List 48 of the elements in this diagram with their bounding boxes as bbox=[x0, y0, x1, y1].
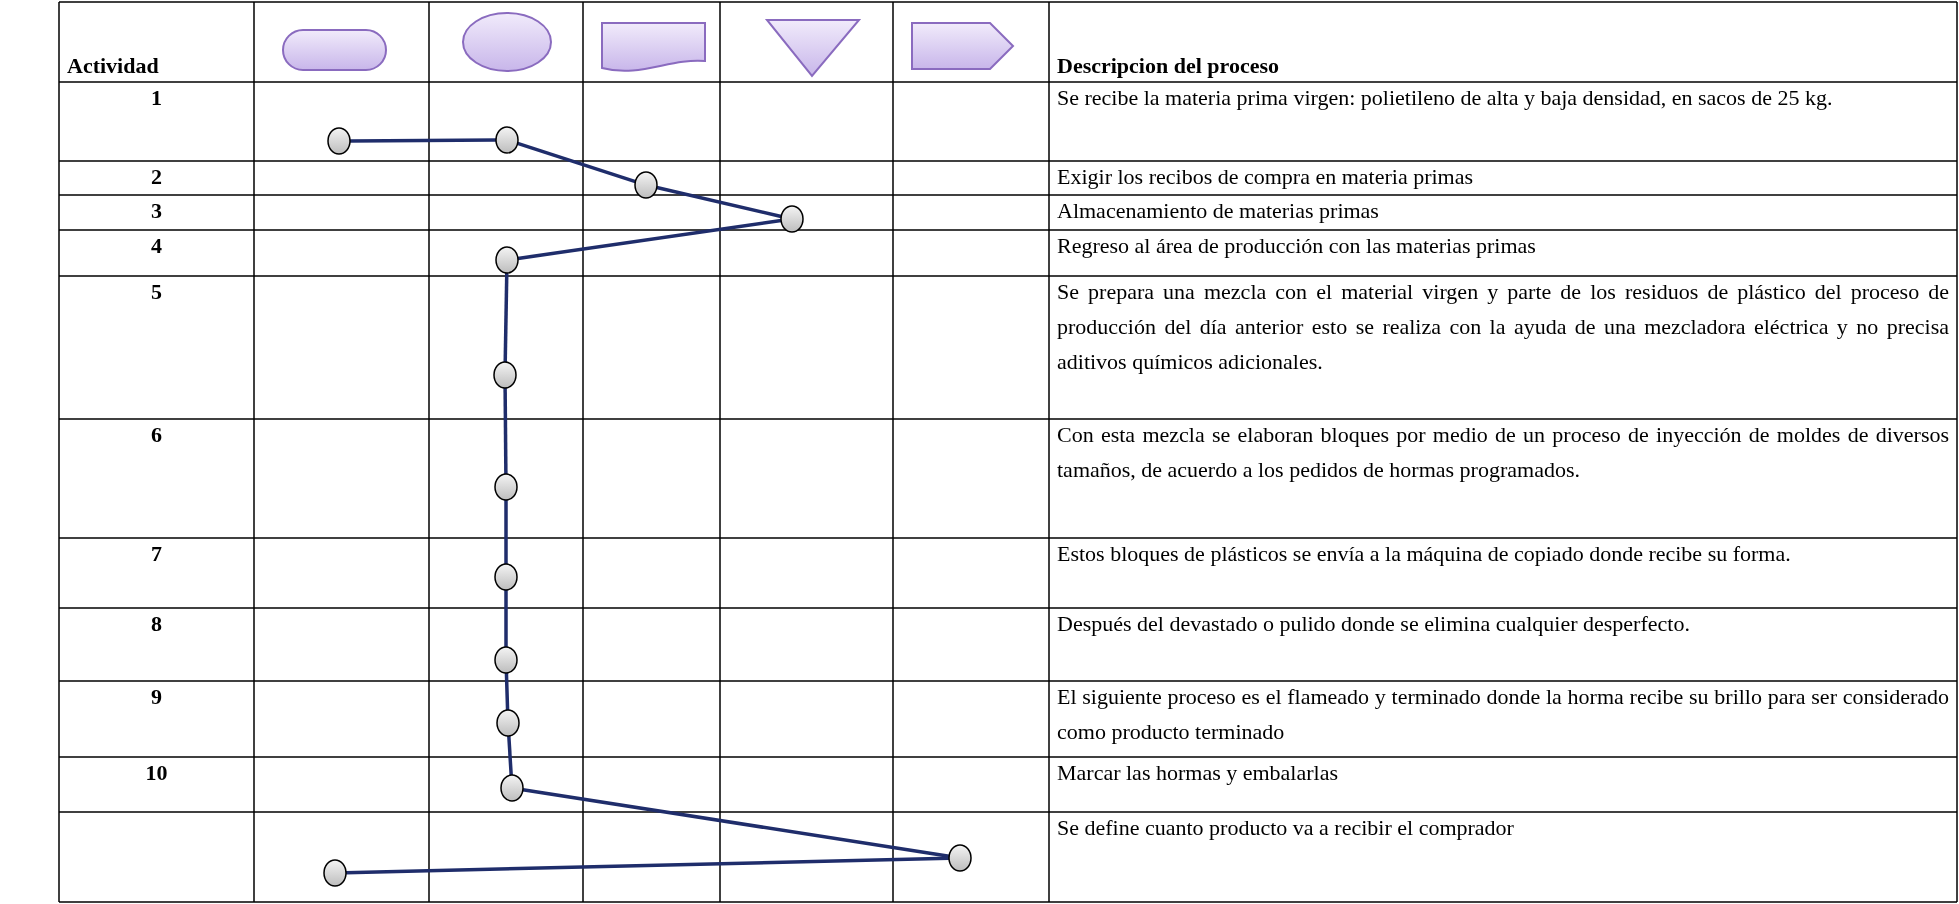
process-description: Marcar las hormas y embalarlas bbox=[1056, 759, 1339, 787]
activity-number: 6 bbox=[150, 421, 163, 449]
connector-line bbox=[350, 138, 496, 143]
circle-marker bbox=[494, 473, 518, 501]
connector-line bbox=[503, 272, 509, 363]
process-description: Estos bloques de plásticos se envía a la máquina de copiado donde recibe su forma. bbox=[1056, 540, 1792, 568]
activity-number: 10 bbox=[144, 759, 169, 787]
activity-number: 2 bbox=[150, 163, 163, 191]
connector-line bbox=[504, 672, 510, 711]
activity-number: 9 bbox=[150, 683, 163, 711]
activity-number: 7 bbox=[150, 540, 163, 568]
process-description: El siguiente proceso es el flameado y terminado donde la horma recibe su brillo para ser considerado como producto terminado bbox=[1056, 683, 1950, 746]
circle-marker bbox=[493, 361, 517, 389]
circle-marker bbox=[323, 859, 347, 887]
process-description: Con esta mezcla se elaboran bloques por medio de un proceso de inyección de moldes de diversos tamaños, de acuerdo a los pedidos de hormas programados. bbox=[1056, 421, 1950, 484]
circle-marker bbox=[634, 171, 658, 199]
process-description: Se define cuanto producto va a recibir el comprador bbox=[1056, 814, 1515, 842]
circle-marker bbox=[495, 246, 519, 274]
process-description: Se recibe la materia prima virgen: polietileno de alta y baja densidad, en sacos de 25 kg. bbox=[1056, 84, 1834, 112]
circle-marker bbox=[496, 709, 520, 737]
circle-marker bbox=[948, 844, 972, 872]
connector-line bbox=[517, 218, 782, 261]
connector-line bbox=[517, 141, 636, 184]
connector-line bbox=[504, 590, 508, 647]
circle-marker bbox=[495, 126, 519, 154]
process-description: Después del devastado o pulido donde se elimina cualquier desperfecto. bbox=[1056, 610, 1691, 638]
activity-number: 4 bbox=[150, 232, 163, 260]
circle-marker bbox=[494, 563, 518, 591]
circle-marker bbox=[327, 127, 351, 155]
process-description: Se prepara una mezcla con el material virgen y parte de los residuos de plástico del proceso de producción del día anterior esto se realiza con la ayuda de una mezcladora eléctrica y no precisa aditivos químicos adicionales. bbox=[1056, 278, 1950, 376]
circle-marker bbox=[500, 774, 524, 802]
column-header: Descripcion del proceso bbox=[1057, 52, 1279, 80]
activity-number: 8 bbox=[150, 610, 163, 638]
connector-line bbox=[507, 735, 513, 776]
circle-marker bbox=[780, 205, 804, 233]
activity-number: 5 bbox=[150, 278, 163, 306]
activity-number: 1 bbox=[150, 84, 163, 112]
connector-line bbox=[522, 787, 950, 859]
process-description: Exigir los recibos de compra en materia primas bbox=[1056, 163, 1475, 191]
activity-number: 3 bbox=[150, 197, 163, 225]
column-header: Actividad bbox=[67, 52, 159, 80]
connector-line bbox=[504, 500, 508, 564]
circle-marker bbox=[494, 646, 518, 674]
process-description: Regreso al área de producción con las materias primas bbox=[1056, 232, 1537, 260]
process-description: Almacenamiento de materias primas bbox=[1056, 197, 1380, 225]
connector-line bbox=[503, 388, 508, 474]
connector-line bbox=[656, 185, 782, 219]
connector-line bbox=[345, 856, 950, 875]
